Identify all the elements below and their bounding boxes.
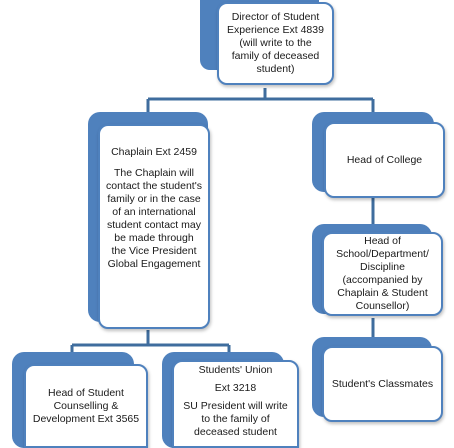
students-union-title: Students' Union: [198, 364, 273, 376]
director-note: (will write to the family of deceased st…: [231, 37, 320, 75]
students-union-ext: Ext 3218: [214, 382, 257, 394]
chaplain-note: The Chaplain will contact the student's …: [106, 167, 202, 270]
head-of-school-title: Head of School/Department/ Discipline (a…: [336, 235, 429, 312]
chaplain-title: Chaplain Ext 2459: [111, 146, 197, 158]
head-of-college-title: Head of College: [346, 153, 423, 166]
classmates-title: Student's Classmates: [331, 377, 434, 390]
students-union-note: SU President will write to the family of…: [183, 400, 288, 438]
counselling-title: Head of Student Counselling & Developmen…: [32, 386, 140, 425]
director-title: Director of Student Experience Ext 4839: [227, 11, 324, 36]
